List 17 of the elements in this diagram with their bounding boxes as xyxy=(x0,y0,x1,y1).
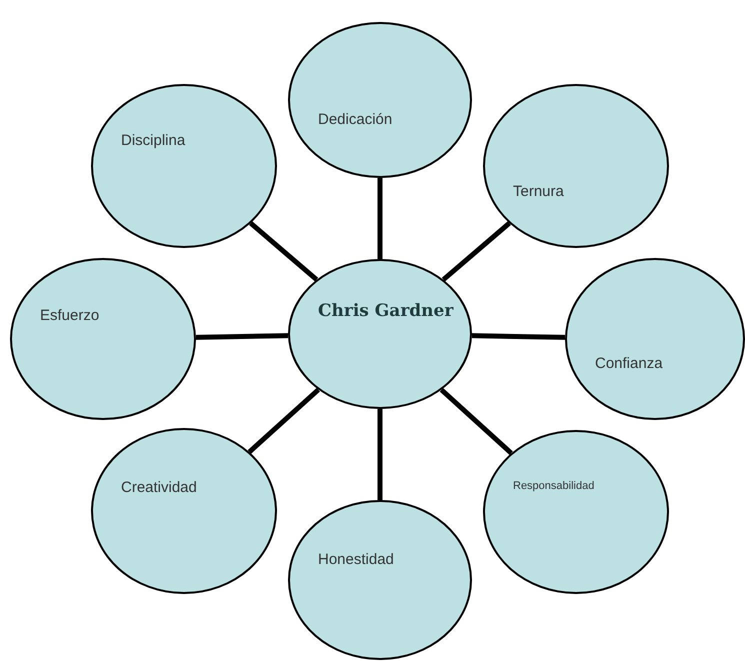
node-label: Creatividad xyxy=(121,478,197,498)
node-label: Chris Gardner xyxy=(318,301,454,321)
connector-line xyxy=(249,221,318,282)
node-label: Responsabilidad xyxy=(513,479,594,494)
connector-line xyxy=(472,333,566,340)
connector-line xyxy=(378,409,382,500)
connector-line xyxy=(196,333,288,340)
node-label: Ternura xyxy=(513,182,564,202)
connector-line xyxy=(248,388,320,454)
connector-line xyxy=(378,178,382,259)
node-label: Honestidad xyxy=(318,550,394,570)
node-label: Disciplina xyxy=(121,131,186,151)
connector-line xyxy=(442,221,511,282)
node-label: Esfuerzo xyxy=(40,306,100,326)
node-label: Confianza xyxy=(595,354,663,374)
node-label: Dedicación xyxy=(318,110,392,130)
connector-line xyxy=(440,388,513,456)
